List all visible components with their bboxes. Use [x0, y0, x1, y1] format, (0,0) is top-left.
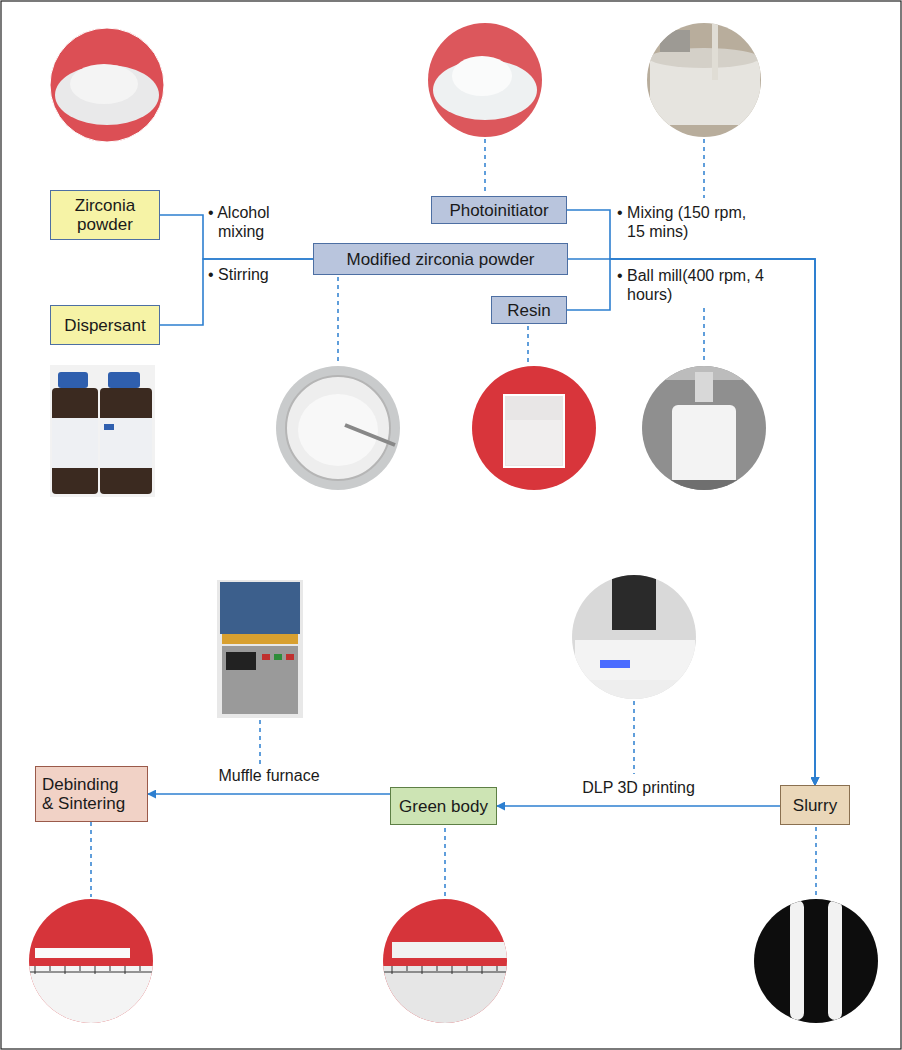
process-box: Zirconia powder	[50, 190, 160, 240]
box-label: Photoinitiator	[449, 201, 548, 220]
process-box: Dispersant	[50, 305, 160, 345]
process-box: Resin	[491, 296, 567, 324]
edge-label: DLP 3D printing	[579, 778, 698, 797]
box-label: Slurry	[793, 796, 837, 815]
muffle-furnace-photo	[217, 580, 303, 718]
process-box: Debinding & Sintering	[35, 766, 148, 822]
dlp-printer-photo	[565, 570, 705, 710]
process-box: Modified zirconia powder	[313, 243, 568, 275]
edge-label: Muffle furnace	[215, 766, 322, 785]
process-step-note: • Ball mill(400 rpm, 4 hours)	[617, 266, 767, 304]
flow-connector	[568, 259, 815, 785]
sintered-part-photo	[25, 895, 160, 1030]
box-label: Modified zirconia powder	[346, 250, 534, 269]
process-step-note: • Mixing (150 rpm, 15 mins)	[617, 203, 767, 241]
resin-beaker-photo	[465, 360, 605, 500]
process-box: Photoinitiator	[431, 196, 567, 224]
dispersant-bottles-photo	[50, 365, 155, 497]
flow-connector	[567, 210, 815, 785]
ball-mill-photo	[635, 360, 775, 500]
process-box: Green body	[390, 787, 497, 825]
green-body-photo	[380, 895, 515, 1030]
flow-connector	[160, 259, 313, 325]
box-label: Zirconia powder	[57, 196, 153, 234]
modified-powder-dish-photo	[270, 360, 410, 500]
flow-connector	[497, 805, 780, 807]
photo-leader-lines	[91, 139, 816, 897]
process-box: Slurry	[780, 785, 850, 825]
photoinitiator-photo	[420, 15, 560, 145]
process-step-note: • Stirring	[208, 265, 298, 284]
slurry-photo	[750, 895, 885, 1030]
process-step-note: • Alcohol mixing	[208, 203, 298, 241]
beaker-mixing-photo	[640, 15, 770, 145]
box-label: Resin	[507, 301, 550, 320]
flow-connector	[148, 793, 390, 795]
box-label: Green body	[399, 797, 488, 816]
flow-connector	[567, 259, 815, 785]
zirconia-powder-photo	[40, 20, 180, 150]
box-label: Debinding & Sintering	[42, 775, 126, 813]
box-label: Dispersant	[64, 316, 145, 335]
